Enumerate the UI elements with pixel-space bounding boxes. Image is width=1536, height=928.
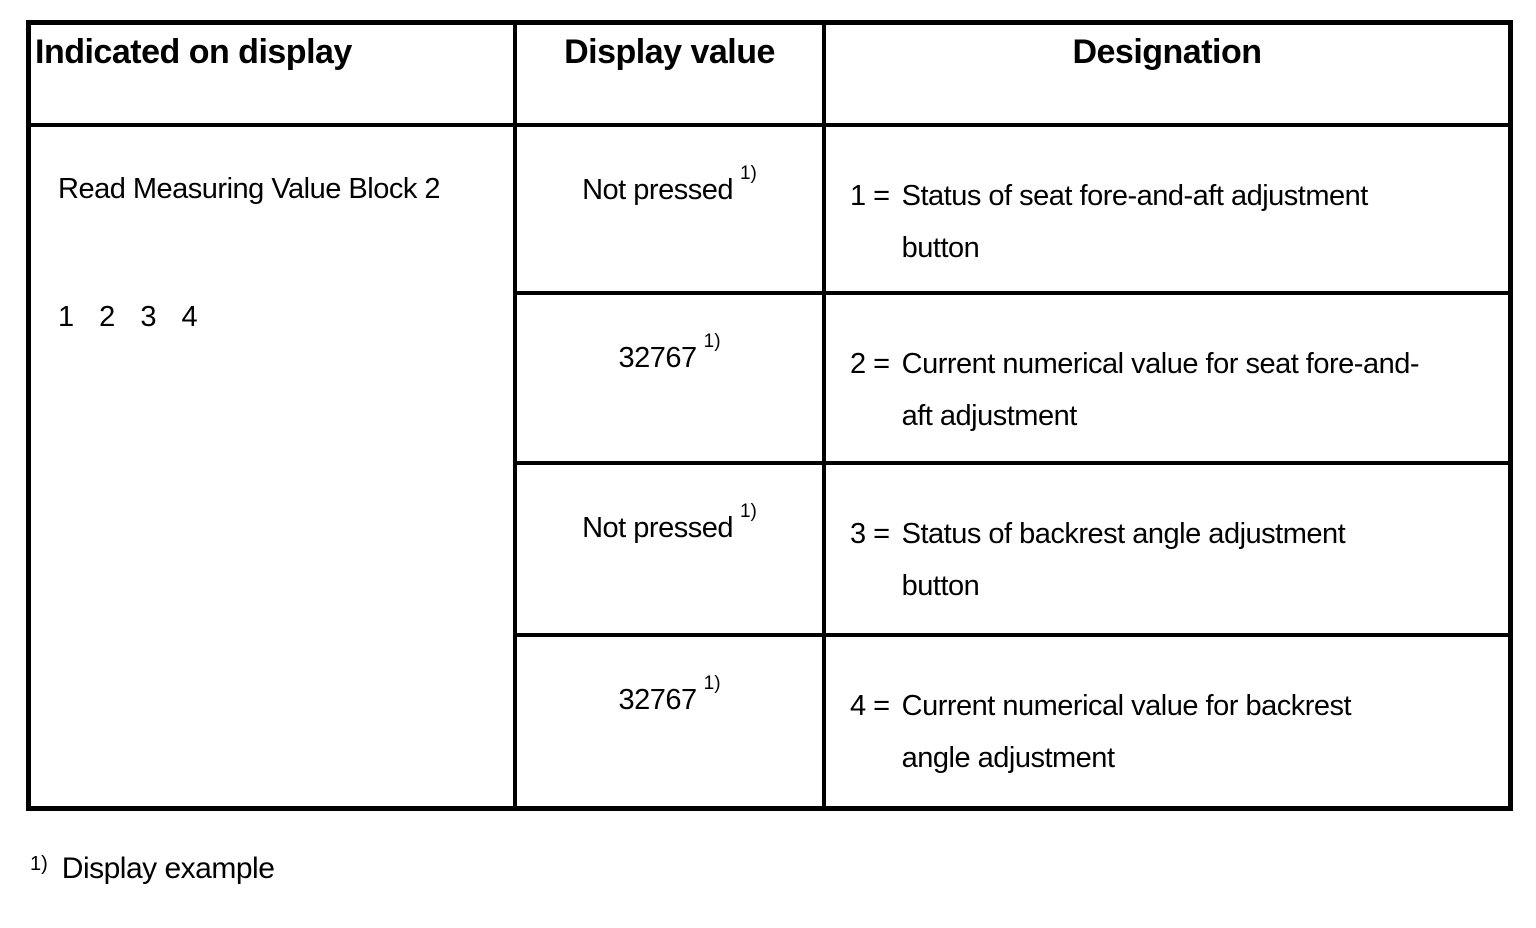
footnote: 1) Display example [30,852,275,886]
column-header-indicated-on-display: Indicated on display [31,25,517,127]
designation-text: Status of backrest angle adjustment butt… [901,518,1346,602]
block-title: Read Measuring Value Block 2 [58,173,441,205]
designation-text: Status of seat fore-and-aft adjustment b… [901,180,1369,264]
footnote-marker: 1) [739,501,757,522]
designation-cell: 2 = Current numerical value for seat for… [826,295,1508,465]
column-header-designation: Designation [826,25,1508,127]
display-value-text: 32767 [618,684,697,716]
display-value-text: Not pressed [582,174,733,206]
designation-text: Current numerical value for backrest ang… [901,690,1352,774]
display-value-cell: 32767 1) [517,637,826,806]
designation-number: 2 = [850,348,890,380]
designation-number: 3 = [850,518,890,550]
footnote-marker: 1) [30,853,48,875]
display-value-text: Not pressed [582,512,733,544]
display-value-text: 32767 [618,342,697,374]
designation-cell: 3 = Status of backrest angle adjustment … [826,465,1508,637]
footnote-text: Display example [61,852,275,885]
field-numbers: 1 2 3 4 [58,301,198,333]
measuring-value-block-table: Indicated on display Display value Desig… [26,20,1513,811]
footnote-marker: 1) [703,331,721,352]
display-value-cell: 32767 1) [517,295,826,465]
designation-cell: 4 = Current numerical value for backrest… [826,637,1508,806]
designation-cell: 1 = Status of seat fore-and-aft adjustme… [826,127,1508,295]
designation-text: Current numerical value for seat fore-an… [901,348,1420,432]
designation-number: 4 = [850,690,890,722]
display-value-cell: Not pressed 1) [517,465,826,637]
column-header-display-value: Display value [517,25,826,127]
footnote-marker: 1) [703,673,721,694]
designation-number: 1 = [850,180,890,212]
indicated-cell: Read Measuring Value Block 2 1 2 3 4 [31,127,517,806]
display-value-cell: Not pressed 1) [517,127,826,295]
footnote-marker: 1) [739,163,757,184]
